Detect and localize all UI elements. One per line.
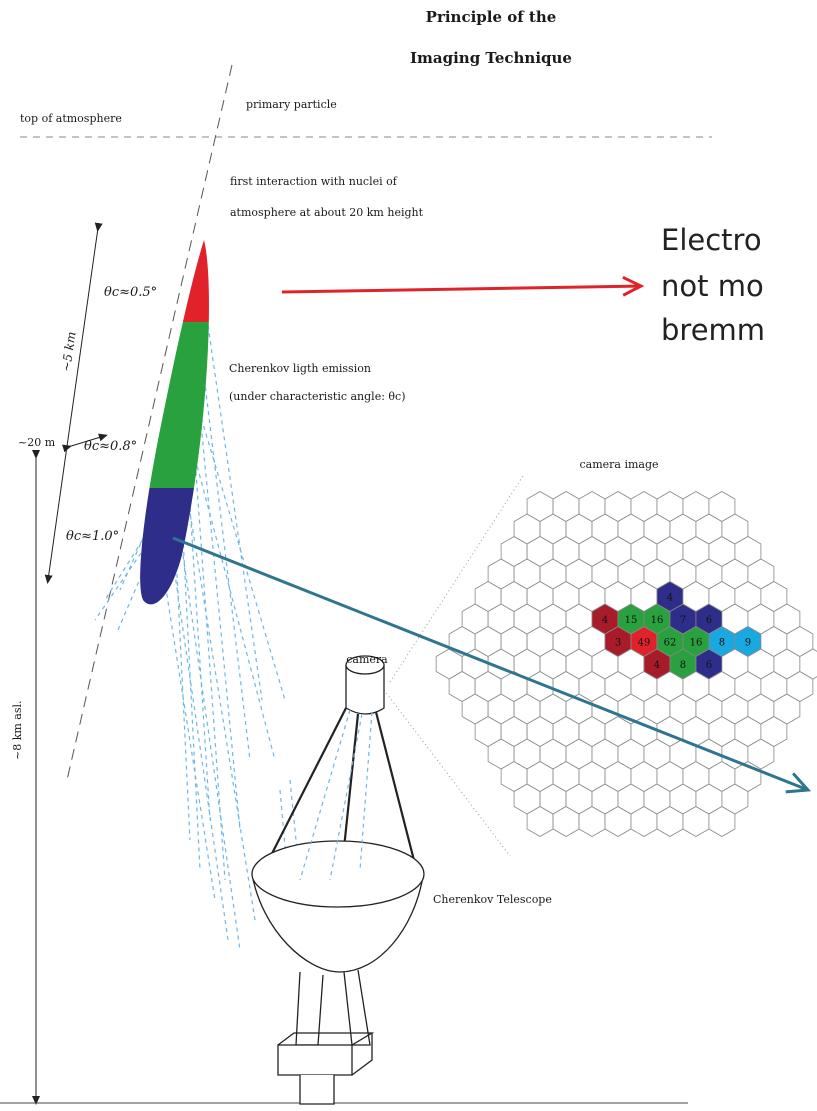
camera-image-label: camera image	[579, 458, 658, 471]
shower-segment-green	[140, 322, 209, 488]
shower-width-label: ~20 m	[18, 436, 56, 449]
camera-pixel-value: 3	[615, 638, 621, 649]
cherenkov-emission-label-2: (under characteristic angle: θc)	[229, 390, 405, 403]
shower-length-arrow	[44, 222, 103, 584]
altitude-label: ~8 km asl.	[11, 700, 24, 760]
side-text-line-1: Electro	[661, 223, 762, 257]
theta-1-0-label: θc≈1.0°	[66, 529, 119, 544]
camera-label: camera	[346, 653, 388, 666]
telescope-light-rays	[299, 709, 373, 881]
first-interaction-label-2: atmosphere at about 20 km height	[230, 206, 424, 219]
theta-0-8-label: θc≈0.8°	[84, 439, 137, 454]
primary-particle-label: primary particle	[246, 98, 337, 111]
shower-segment-red	[140, 240, 209, 322]
title-line-2: Imaging Technique	[410, 49, 572, 67]
theta-0-5-label: θc≈0.5°	[104, 285, 157, 300]
top-of-atmosphere-label: top of atmosphere	[20, 112, 122, 125]
camera-pixel-value: 4	[654, 660, 660, 671]
teal-arrow	[172, 536, 812, 794]
camera-pixel-value: 6	[706, 660, 712, 671]
camera-pixel-value: 15	[625, 615, 638, 626]
cherenkov-telescope-label: Cherenkov Telescope	[433, 893, 552, 906]
camera-pixel-value: 8	[719, 638, 725, 649]
title-line-1: Principle of the	[426, 8, 557, 26]
cherenkov-emission-label-1: Cherenkov ligth emission	[229, 362, 371, 375]
side-text-line-3: bremm	[661, 313, 765, 347]
camera-pixel-value: 8	[680, 660, 686, 671]
camera-pixel-value: 49	[638, 638, 651, 649]
camera-pixel	[799, 648, 817, 680]
primary-particle-trajectory	[66, 64, 233, 781]
camera-pixel-value: 7	[680, 615, 686, 626]
first-interaction-label-1: first interaction with nuclei of	[230, 175, 398, 188]
side-text-line-2: not mo	[661, 269, 764, 303]
shower-length-label: ~5 km	[59, 331, 78, 373]
camera-pixel-value: 16	[690, 638, 703, 649]
camera-projection-line-top	[389, 475, 524, 683]
camera-pixel-value: 9	[745, 638, 751, 649]
cherenkov-telescope	[251, 655, 425, 1105]
camera-pixel-value: 62	[664, 638, 677, 649]
shower-width-arrow	[62, 433, 108, 453]
camera-pixel-value: 4	[602, 615, 608, 626]
camera-pixel-value: 16	[651, 615, 664, 626]
camera-projection-line-bottom	[383, 689, 511, 857]
camera-pixel-value: 4	[667, 593, 673, 604]
camera-pixel-value: 6	[706, 615, 712, 626]
red-arrow	[281, 275, 645, 297]
